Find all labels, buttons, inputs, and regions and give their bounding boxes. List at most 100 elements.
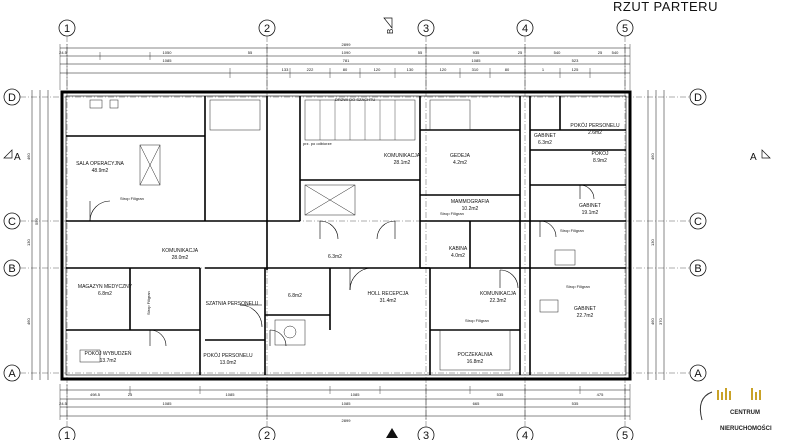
svg-text:2899: 2899 <box>342 418 352 423</box>
svg-text:prz. po odbiorze: prz. po odbiorze <box>303 141 332 146</box>
room-small-2: 6.8m2 <box>288 293 302 299</box>
dimension-labels-sides: 460 130 559 460 460 130 370 460 <box>26 153 663 325</box>
svg-text:6.3m2: 6.3m2 <box>328 254 342 260</box>
drawing-title: RZUT PARTERU <box>613 0 718 14</box>
axis-5-top: 5 <box>622 23 628 35</box>
svg-text:523: 523 <box>572 58 579 63</box>
svg-text:6.8m2: 6.8m2 <box>288 293 302 299</box>
svg-text:460: 460 <box>26 318 31 325</box>
svg-text:125: 125 <box>572 67 579 72</box>
svg-text:1090: 1090 <box>342 50 352 55</box>
svg-text:Strop Filigran: Strop Filigran <box>440 211 464 216</box>
svg-text:Strop Filigran: Strop Filigran <box>560 228 584 233</box>
svg-text:KABINA: KABINA <box>449 246 468 252</box>
svg-text:POKOJ: POKOJ <box>592 151 609 157</box>
svg-text:535: 535 <box>572 401 579 406</box>
svg-text:781: 781 <box>343 58 350 63</box>
svg-text:540: 540 <box>554 50 561 55</box>
svg-text:540: 540 <box>612 50 619 55</box>
section-mark-top: B <box>383 17 395 34</box>
row-axis-lines <box>20 96 690 374</box>
section-arrow-bottom <box>386 428 398 438</box>
row-axis-right <box>689 88 707 382</box>
svg-text:A: A <box>14 152 21 163</box>
svg-text:13.0m2: 13.0m2 <box>220 360 237 366</box>
svg-text:55: 55 <box>248 50 253 55</box>
svg-text:8.9m2: 8.9m2 <box>593 158 607 164</box>
svg-text:MAMMOGRAFIA: MAMMOGRAFIA <box>451 199 490 205</box>
axis-1-bottom: 1 <box>64 430 70 440</box>
svg-text:28.1m2: 28.1m2 <box>394 160 411 166</box>
centrum-nieruchomosci-logo: CENTRUM NIERUCHOMOŚCI <box>699 388 772 432</box>
svg-text:25: 25 <box>128 392 133 397</box>
svg-text:B: B <box>386 29 395 34</box>
axis-D-left: D <box>8 92 16 104</box>
dimension-labels-top: 2899 24.5 1050 55 1090 55 935 25 540 25 … <box>59 42 619 72</box>
svg-text:1085: 1085 <box>163 401 173 406</box>
svg-text:80: 80 <box>343 67 348 72</box>
svg-text:HOLL RECEPCJA: HOLL RECEPCJA <box>368 291 410 297</box>
axis-C-right: C <box>694 216 702 228</box>
axis-2-top: 2 <box>264 23 270 35</box>
svg-text:22.3m2: 22.3m2 <box>490 298 507 304</box>
svg-text:48.9m2: 48.9m2 <box>92 168 109 174</box>
svg-text:4.2m2: 4.2m2 <box>453 160 467 166</box>
svg-text:DRZWI DO SZACHTU: DRZWI DO SZACHTU <box>335 97 375 102</box>
svg-text:935: 935 <box>473 50 480 55</box>
exterior-walls <box>60 90 632 381</box>
svg-text:MAGAZYN MEDYCZNY: MAGAZYN MEDYCZNY <box>78 284 133 290</box>
svg-text:Strop Filigran: Strop Filigran <box>146 291 151 315</box>
svg-text:24.5: 24.5 <box>59 401 68 406</box>
svg-text:KOMUNIKACJA: KOMUNIKACJA <box>480 291 517 297</box>
svg-text:SALA OPERACYJNA: SALA OPERACYJNA <box>76 161 124 167</box>
svg-text:13.7m2: 13.7m2 <box>100 358 117 364</box>
svg-text:SZATNIA PERSONELU: SZATNIA PERSONELU <box>206 301 259 307</box>
svg-text:130: 130 <box>26 239 31 246</box>
svg-text:24.5: 24.5 <box>59 50 68 55</box>
section-mark-left: A <box>3 149 21 163</box>
svg-text:475: 475 <box>597 392 604 397</box>
svg-text:POKÓJ PERSONELU: POKÓJ PERSONELU <box>203 352 253 359</box>
axis-3-bottom: 3 <box>423 430 429 440</box>
axis-4-top: 4 <box>522 23 528 35</box>
svg-text:460: 460 <box>26 153 31 160</box>
svg-text:1085: 1085 <box>472 58 482 63</box>
svg-text:KOMUNIKACJA: KOMUNIKACJA <box>384 153 421 159</box>
svg-text:80: 80 <box>505 67 510 72</box>
svg-text:GABINET: GABINET <box>534 133 556 139</box>
svg-text:55: 55 <box>418 50 423 55</box>
svg-text:NIERUCHOMOŚCI: NIERUCHOMOŚCI <box>720 425 772 432</box>
svg-text:Strop Filigran: Strop Filigran <box>120 196 144 201</box>
dimension-chains-bottom <box>59 384 631 420</box>
notes: Strop Filigran Strop Filigran Strop Fili… <box>120 97 590 323</box>
svg-text:6.3m2: 6.3m2 <box>538 140 552 146</box>
fixtures <box>79 99 576 371</box>
room-szatnia-personelu: SZATNIA PERSONELU <box>206 301 259 307</box>
svg-text:120: 120 <box>374 67 381 72</box>
svg-text:559: 559 <box>34 218 39 225</box>
svg-text:16.8m2: 16.8m2 <box>467 359 484 365</box>
svg-text:460: 460 <box>650 318 655 325</box>
column-axis-top <box>58 19 634 37</box>
axis-B-left: B <box>8 263 15 275</box>
axis-5-bottom: 5 <box>622 430 628 440</box>
door-swings <box>89 184 595 347</box>
axis-1-top: 1 <box>64 23 70 35</box>
svg-text:10.2m2: 10.2m2 <box>462 206 479 212</box>
svg-text:130: 130 <box>407 67 414 72</box>
room-small-1: 6.3m2 <box>328 254 342 260</box>
svg-text:1085: 1085 <box>342 401 352 406</box>
svg-text:POKÓJ WYBUDZEŃ: POKÓJ WYBUDZEŃ <box>85 350 132 357</box>
